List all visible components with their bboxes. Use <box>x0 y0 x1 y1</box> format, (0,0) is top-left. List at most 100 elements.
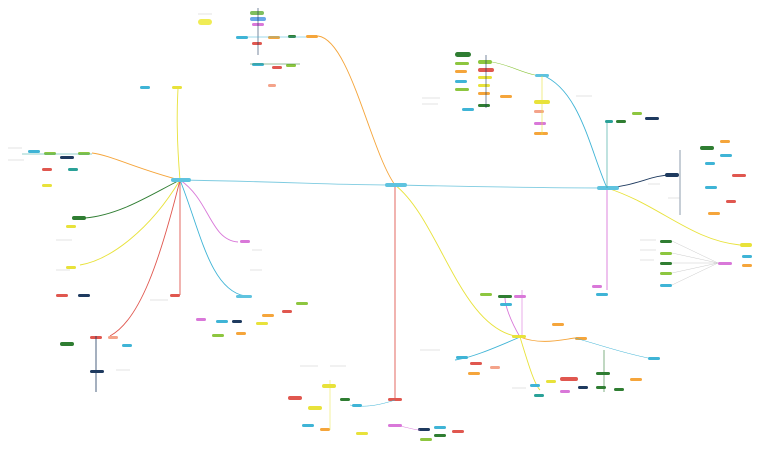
tr-node[interactable] <box>500 95 512 98</box>
fr-node[interactable] <box>660 262 672 265</box>
cl-node[interactable] <box>296 302 308 305</box>
tr-node[interactable] <box>478 84 490 87</box>
bc-node[interactable] <box>356 432 368 435</box>
br-node[interactable] <box>575 337 587 340</box>
top-node[interactable] <box>288 35 296 38</box>
br-node[interactable] <box>630 378 642 381</box>
left-node[interactable] <box>72 216 86 220</box>
ll-node[interactable] <box>108 336 118 339</box>
tr-node[interactable] <box>478 92 490 95</box>
bm-node[interactable] <box>534 394 544 397</box>
cluster-left[interactable] <box>22 86 182 297</box>
bc-node[interactable] <box>434 426 446 429</box>
bc-node[interactable] <box>420 438 432 441</box>
ll-node[interactable] <box>170 294 180 297</box>
fr-node[interactable] <box>660 284 672 287</box>
top-node[interactable] <box>268 84 276 87</box>
bc-node[interactable] <box>418 428 430 431</box>
fr-node[interactable] <box>742 255 752 258</box>
bc-node[interactable] <box>308 406 322 410</box>
br-node[interactable] <box>560 390 570 393</box>
left-node[interactable] <box>28 150 40 153</box>
cluster-far-right[interactable] <box>660 240 752 287</box>
tr-node[interactable] <box>455 70 467 73</box>
cluster-top-right[interactable] <box>455 52 550 135</box>
cluster-top[interactable] <box>198 8 318 87</box>
ll-node[interactable] <box>122 344 132 347</box>
cluster-lower-left[interactable] <box>60 294 180 392</box>
hub-top-right[interactable] <box>535 74 549 77</box>
right-node[interactable] <box>665 173 679 177</box>
right-node[interactable] <box>726 200 736 203</box>
right-node[interactable] <box>645 117 659 120</box>
right-node[interactable] <box>616 120 626 123</box>
hubs[interactable] <box>171 74 619 338</box>
bc-node[interactable] <box>388 424 402 427</box>
rl-node[interactable] <box>592 285 602 288</box>
bm-node[interactable] <box>530 384 540 387</box>
bm-node[interactable] <box>498 295 512 298</box>
fr-node[interactable] <box>718 262 732 265</box>
br-node[interactable] <box>578 386 588 389</box>
top-node[interactable] <box>252 63 264 66</box>
fr-node[interactable] <box>660 272 672 275</box>
tr-node[interactable] <box>534 122 546 125</box>
cluster-bottom-center[interactable] <box>288 380 464 441</box>
hub-bottom-mid[interactable] <box>512 335 526 338</box>
tr-node[interactable] <box>462 108 474 111</box>
top-node[interactable] <box>252 42 262 45</box>
left-node[interactable] <box>172 86 182 89</box>
left-node[interactable] <box>78 294 90 297</box>
bc-node[interactable] <box>302 424 314 427</box>
left-node[interactable] <box>42 168 52 171</box>
right-node[interactable] <box>705 162 715 165</box>
hub-left[interactable] <box>171 178 191 182</box>
tr-node[interactable] <box>455 88 469 91</box>
top-node[interactable] <box>306 35 318 38</box>
left-node[interactable] <box>66 225 76 228</box>
cl-node[interactable] <box>212 334 224 337</box>
top-yellow-node[interactable] <box>198 19 212 25</box>
right-node[interactable] <box>605 120 613 123</box>
right-node[interactable] <box>732 174 746 177</box>
br-node[interactable] <box>596 386 606 389</box>
right-node[interactable] <box>700 146 714 150</box>
ll-node[interactable] <box>60 342 74 346</box>
cluster-bottom-mid[interactable] <box>456 290 556 397</box>
bm-node[interactable] <box>456 356 468 359</box>
tr-node[interactable] <box>534 110 544 113</box>
right-node[interactable] <box>720 140 730 143</box>
top-node[interactable] <box>268 36 280 39</box>
right-node[interactable] <box>720 154 732 157</box>
cluster-right[interactable] <box>605 112 746 215</box>
cluster-right-lower[interactable] <box>592 285 608 296</box>
bc-node[interactable] <box>452 430 464 433</box>
br-node[interactable] <box>552 323 564 326</box>
bm-node[interactable] <box>546 380 556 383</box>
cl-node[interactable] <box>196 318 206 321</box>
bc-node[interactable] <box>288 396 302 400</box>
bc-node[interactable] <box>434 434 446 437</box>
cl-node[interactable] <box>236 332 246 335</box>
left-node[interactable] <box>66 266 76 269</box>
left-node[interactable] <box>56 294 68 297</box>
left-node[interactable] <box>140 86 150 89</box>
left-node[interactable] <box>78 152 90 155</box>
tr-node[interactable] <box>455 80 467 83</box>
left-node[interactable] <box>44 152 56 155</box>
fr-node[interactable] <box>742 264 752 267</box>
rl-node[interactable] <box>596 293 608 296</box>
bm-node[interactable] <box>468 372 480 375</box>
hub-right[interactable] <box>597 186 619 190</box>
tr-node[interactable] <box>478 60 492 64</box>
tr-node[interactable] <box>455 52 471 57</box>
left-node[interactable] <box>68 168 78 171</box>
bc-node[interactable] <box>388 398 402 401</box>
tr-node[interactable] <box>478 104 490 107</box>
top-node[interactable] <box>250 11 264 15</box>
cluster-center-lower[interactable] <box>196 240 308 337</box>
cl-node[interactable] <box>240 240 250 243</box>
cl-node[interactable] <box>256 322 268 325</box>
cl-node[interactable] <box>282 310 292 313</box>
